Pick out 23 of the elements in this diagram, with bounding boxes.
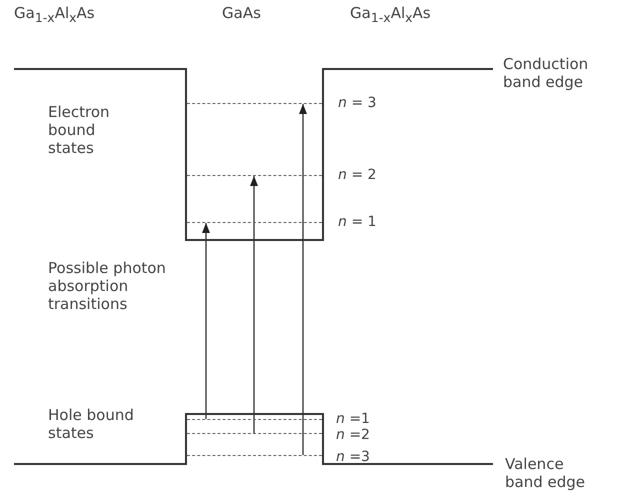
transition-arrow (299, 104, 307, 455)
energy-level-line (187, 175, 322, 176)
energy-level-line (187, 433, 322, 434)
level-label: n = 1 (338, 215, 376, 229)
level-label: n =1 (336, 412, 370, 426)
transition-arrow (202, 223, 210, 419)
band-edge-label: Conduction band edge (503, 55, 590, 91)
material-label: GaAs (222, 4, 262, 22)
material-label: Ga$_{1-x}$Al$_{x}$As (350, 4, 432, 25)
band-edge-label: Valence band edge (505, 455, 586, 491)
energy-level-line (187, 222, 322, 223)
energy-level-line (187, 103, 322, 104)
material-label: Ga$_{1-x}$Al$_{x}$As (14, 4, 96, 25)
level-label: n = 3 (338, 96, 376, 110)
level-label: n = 2 (338, 168, 376, 182)
level-label: n =3 (336, 450, 370, 464)
energy-level-line (187, 455, 322, 456)
transition-arrow (250, 176, 258, 433)
region-label: Possible photon absorption transitions (48, 259, 166, 313)
energy-level-line (187, 419, 322, 420)
level-label: n =2 (336, 428, 370, 442)
region-label: Hole bound states (48, 406, 135, 442)
region-label: Electron bound states (48, 103, 111, 157)
